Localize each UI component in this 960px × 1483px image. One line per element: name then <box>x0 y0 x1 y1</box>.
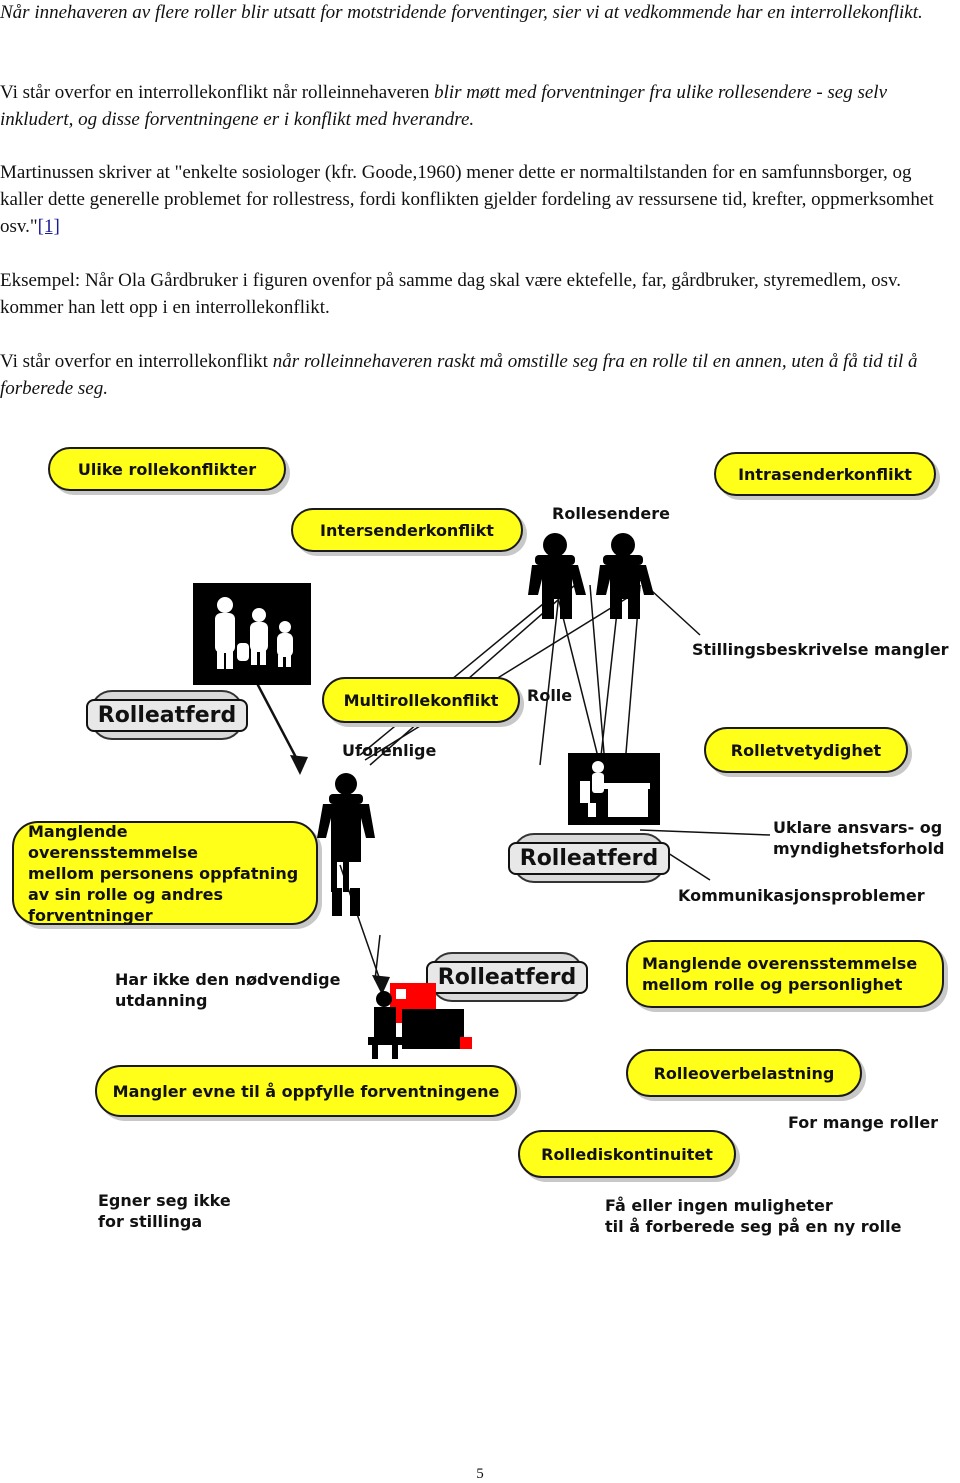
paragraph-1-text: Når innehaveren av flere roller blir uts… <box>0 2 923 23</box>
paragraph-3: Martinussen skriver at "enkelte sosiolog… <box>0 159 958 240</box>
bubble-mangler-evne: Mangler evne til å oppfylle forventninge… <box>95 1065 517 1117</box>
paragraph-5-italic: når rolleinnehaveren raskt må omstille s… <box>0 351 918 399</box>
paragraph-2: Vi står overfor en interrollekonflikt nå… <box>0 79 958 133</box>
label-uklare-ansvar: Uklare ansvars- og myndighetsforhold <box>773 817 944 859</box>
paragraph-3-text: Martinussen skriver at "enkelte sosiolog… <box>0 162 934 237</box>
bubble-ulike-rollekonflikter: Ulike rollekonflikter <box>48 447 286 491</box>
bubble-manglende-personens-oppfatning: Manglende overensstemmelse mellom person… <box>12 821 318 925</box>
person-silhouette-icon <box>317 773 375 916</box>
desk-worker-icon <box>568 753 660 825</box>
paragraph-4-text: Eksempel: Når Ola Gårdbruker i figuren o… <box>0 270 901 318</box>
role-conflict-diagram: Ulike rollekonflikter Intrasenderkonflik… <box>0 435 960 1255</box>
bubble-line-1: Manglende overensstemmelse <box>642 954 918 973</box>
paragraph-4: Eksempel: Når Ola Gårdbruker i figuren o… <box>0 267 958 321</box>
bubble-rollediskontinuitet: Rollediskontinuitet <box>518 1130 736 1178</box>
label-line-1: Egner seg ikke <box>98 1191 231 1210</box>
bubble-rolleoverbelastning: Rolleoverbelastning <box>626 1049 862 1097</box>
bubble-line-4: forventninger <box>28 905 153 925</box>
pill-label: Rolleatferd <box>85 698 249 732</box>
pill-rolleatferd-bottom: Rolleatferd <box>425 952 589 1002</box>
label-line-2: myndighetsforhold <box>773 839 945 858</box>
family-icon <box>193 583 311 685</box>
bubble-line-2: mellom rolle og personlighet <box>642 975 903 994</box>
label-line-2: utdanning <box>115 991 208 1010</box>
bubble-line-3: av sin rolle og andres <box>28 884 223 904</box>
label-line-2: for stillinga <box>98 1212 203 1231</box>
label-har-ikke-utdanning: Har ikke den nødvendige utdanning <box>115 969 340 1011</box>
label-line-1: Uklare ansvars- og <box>773 818 943 837</box>
bubble-intersenderkonflikt: Intersenderkonflikt <box>291 508 523 552</box>
stressed-worker-icon <box>368 983 472 1059</box>
paragraph-1: Når innehaveren av flere roller blir uts… <box>0 0 958 26</box>
pill-rolleatferd-left: Rolleatferd <box>85 690 249 740</box>
footnote-link[interactable]: [1] <box>37 216 60 237</box>
bubble-manglende-rolle-personlighet: Manglende overensstemmelse mellom rolle … <box>626 940 944 1008</box>
label-for-mange-roller: For mange roller <box>788 1113 939 1132</box>
rollesendere-figures-icon <box>528 533 654 619</box>
bubble-intrasenderkonflikt: Intrasenderkonflikt <box>714 452 936 496</box>
label-kommunikasjonsproblemer: Kommunikasjonsproblemer <box>678 886 925 905</box>
bubble-line-2: mellom personens oppfatning <box>28 863 299 883</box>
bubble-rolletvetydighet: Rolletvetydighet <box>704 727 908 773</box>
label-uforenlige: Uforenlige <box>342 741 437 760</box>
bubble-multirollekonflikt: Multirollekonflikt <box>322 677 520 723</box>
label-faa-eller-ingen: Få eller ingen muligheter til å forbered… <box>605 1195 901 1237</box>
label-stillingsbeskrivelse: Stillingsbeskrivelse mangler <box>692 640 949 659</box>
bubble-line-1: Manglende overensstemmelse <box>28 821 199 862</box>
paragraph-2-text: Vi står overfor en interrollekonflikt nå… <box>0 82 435 103</box>
paragraph-5: Vi står overfor en interrollekonflikt nå… <box>0 348 958 402</box>
page-number: 5 <box>476 1466 484 1482</box>
pill-rolleatferd-middle: Rolleatferd <box>507 833 671 883</box>
pill-label: Rolleatferd <box>425 960 589 994</box>
paragraph-2-italic: blir møtt med forventninger fra ulike ro… <box>0 82 888 130</box>
label-line-1: Har ikke den nødvendige <box>115 970 341 989</box>
label-rollesendere: Rollesendere <box>552 504 670 523</box>
label-line-2: til å forberede seg på en ny rolle <box>605 1217 902 1236</box>
label-egner-seg-ikke: Egner seg ikke for stillinga <box>98 1190 231 1232</box>
paragraph-5-text: Vi står overfor en interrollekonflikt <box>0 351 273 372</box>
label-rolle: Rolle <box>527 686 573 705</box>
label-line-1: Få eller ingen muligheter <box>605 1196 833 1215</box>
pill-label: Rolleatferd <box>507 841 671 875</box>
connector-lines <box>248 579 771 995</box>
